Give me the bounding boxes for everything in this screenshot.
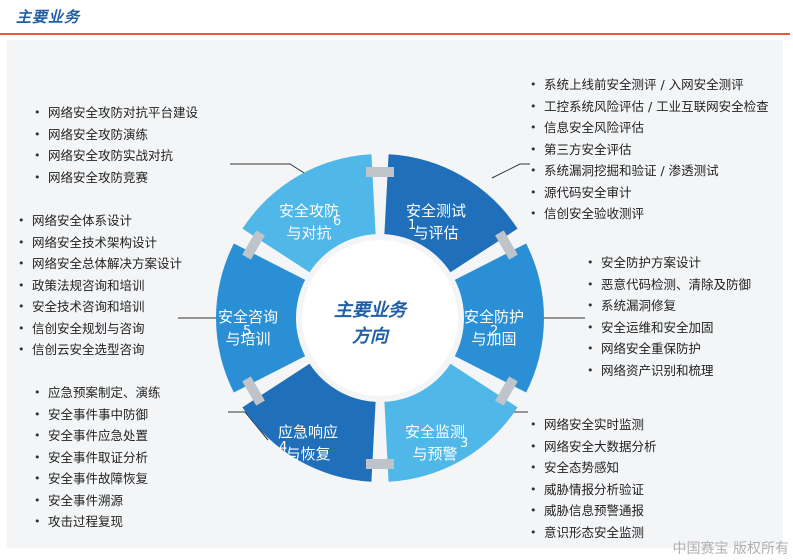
list-item: 安全事件应急处置 bbox=[34, 425, 161, 447]
list-item: 网络安全攻防实战对抗 bbox=[34, 145, 198, 167]
service-list-response: 应急预案制定、演练 安全事件事中防御 安全事件应急处置 安全事件取证分析 安全事… bbox=[34, 382, 161, 533]
list-item: 应急预案制定、演练 bbox=[34, 382, 161, 404]
list-item: 网络安全攻防竞赛 bbox=[34, 167, 198, 189]
list-item: 威胁情报分析验证 bbox=[530, 479, 657, 501]
connector-line-testing bbox=[491, 163, 530, 179]
list-item: 工控系统风险评估 / 工业互联网安全检查 bbox=[530, 96, 769, 118]
service-list-offense-defense: 网络安全攻防对抗平台建设 网络安全攻防演练 网络安全攻防实战对抗 网络安全攻防竞… bbox=[34, 102, 198, 188]
header-divider bbox=[0, 33, 790, 35]
list-item: 系统漏洞挖掘和验证 / 渗透测试 bbox=[530, 160, 769, 182]
list-item: 安全防护方案设计 bbox=[587, 252, 751, 274]
list-item: 系统漏洞修复 bbox=[587, 295, 751, 317]
list-item: 意识形态安全监测 bbox=[530, 522, 657, 544]
list-item: 网络安全攻防对抗平台建设 bbox=[34, 102, 198, 124]
center-circle bbox=[302, 240, 458, 396]
list-item: 网络安全重保防护 bbox=[587, 338, 751, 360]
ring-segment-offense-defense bbox=[242, 154, 376, 273]
list-item: 网络安全实时监测 bbox=[530, 414, 657, 436]
segment-number-monitoring: 3 bbox=[460, 436, 469, 451]
ring-segment-monitoring bbox=[384, 363, 518, 482]
list-item: 安全事件事中防御 bbox=[34, 404, 161, 426]
service-list-consulting: 网络安全体系设计 网络安全技术架构设计 网络安全总体解决方案设计 政策法规咨询和… bbox=[18, 210, 182, 361]
list-item: 网络安全技术架构设计 bbox=[18, 232, 182, 254]
list-item: 网络安全体系设计 bbox=[18, 210, 182, 232]
list-item: 信创安全规划与咨询 bbox=[18, 318, 182, 340]
segment-label-offense-defense: 安全攻防 与对抗 bbox=[278, 202, 339, 242]
list-item: 安全事件故障恢复 bbox=[34, 468, 161, 490]
segment-joint bbox=[242, 230, 265, 260]
connector-line-response bbox=[228, 411, 269, 441]
segment-joint bbox=[366, 167, 394, 177]
list-item: 网络安全攻防演练 bbox=[34, 124, 198, 146]
segment-number-offense-defense: 6 bbox=[333, 214, 342, 229]
segment-label-response: 应急响应 与恢复 bbox=[277, 423, 338, 463]
list-item: 系统上线前安全测评 / 入网安全测评 bbox=[530, 74, 769, 96]
list-item: 安全运维和安全加固 bbox=[587, 317, 751, 339]
list-item: 第三方安全评估 bbox=[530, 139, 769, 161]
list-item: 信创安全验收测评 bbox=[530, 203, 769, 225]
list-item: 安全态势感知 bbox=[530, 457, 657, 479]
ring-segment-consulting bbox=[216, 243, 306, 393]
list-item: 攻击过程复现 bbox=[34, 511, 161, 533]
list-item: 源代码安全审计 bbox=[530, 182, 769, 204]
list-item: 恶意代码检测、清除及防御 bbox=[587, 274, 751, 296]
center-title: 主要业务 方向 bbox=[310, 298, 430, 350]
service-list-protection: 安全防护方案设计 恶意代码检测、清除及防御 系统漏洞修复 安全运维和安全加固 网… bbox=[587, 252, 751, 381]
list-item: 网络资产识别和梳理 bbox=[587, 360, 751, 382]
list-item: 网络安全大数据分析 bbox=[530, 436, 657, 458]
list-item: 信创云安全选型咨询 bbox=[18, 339, 182, 361]
list-item: 信息安全风险评估 bbox=[530, 117, 769, 139]
segment-joint bbox=[495, 376, 518, 406]
copyright-watermark: 中国赛宝 版权所有 bbox=[672, 541, 789, 557]
segment-number-response: 4 bbox=[279, 440, 288, 455]
segment-joint bbox=[366, 459, 394, 469]
list-item: 网络安全总体解决方案设计 bbox=[18, 253, 182, 275]
segment-label-monitoring: 安全监测 与预警 bbox=[404, 423, 465, 463]
service-list-monitoring: 网络安全实时监测 网络安全大数据分析 安全态势感知 威胁情报分析验证 威胁信息预… bbox=[530, 414, 657, 543]
ring-segment-response bbox=[242, 363, 376, 482]
service-list-testing: 系统上线前安全测评 / 入网安全测评 工控系统风险评估 / 工业互联网安全检查 … bbox=[530, 74, 769, 225]
segment-label-testing: 安全测试 与评估 bbox=[405, 202, 466, 242]
segment-label-consulting: 安全咨询 与培训 bbox=[217, 308, 278, 348]
list-item: 安全技术咨询和培训 bbox=[18, 296, 182, 318]
ring-segment-protection bbox=[454, 243, 544, 393]
list-item: 威胁信息预警通报 bbox=[530, 500, 657, 522]
segment-number-testing: 1 bbox=[408, 218, 417, 233]
segment-joint bbox=[495, 230, 518, 260]
center-title-line1: 主要业务 bbox=[334, 300, 406, 321]
segment-label-protection: 安全防护 与加固 bbox=[463, 308, 524, 348]
section-title: 主要业务 bbox=[16, 8, 81, 26]
list-item: 政策法规咨询和培训 bbox=[18, 275, 182, 297]
center-title-line2: 方向 bbox=[352, 326, 388, 347]
segment-joint bbox=[242, 376, 265, 406]
segment-number-consulting: 5 bbox=[243, 324, 252, 339]
list-item: 安全事件取证分析 bbox=[34, 447, 161, 469]
segment-number-protection: 2 bbox=[490, 324, 499, 339]
ring-segment-testing bbox=[384, 154, 518, 273]
list-item: 安全事件溯源 bbox=[34, 490, 161, 512]
